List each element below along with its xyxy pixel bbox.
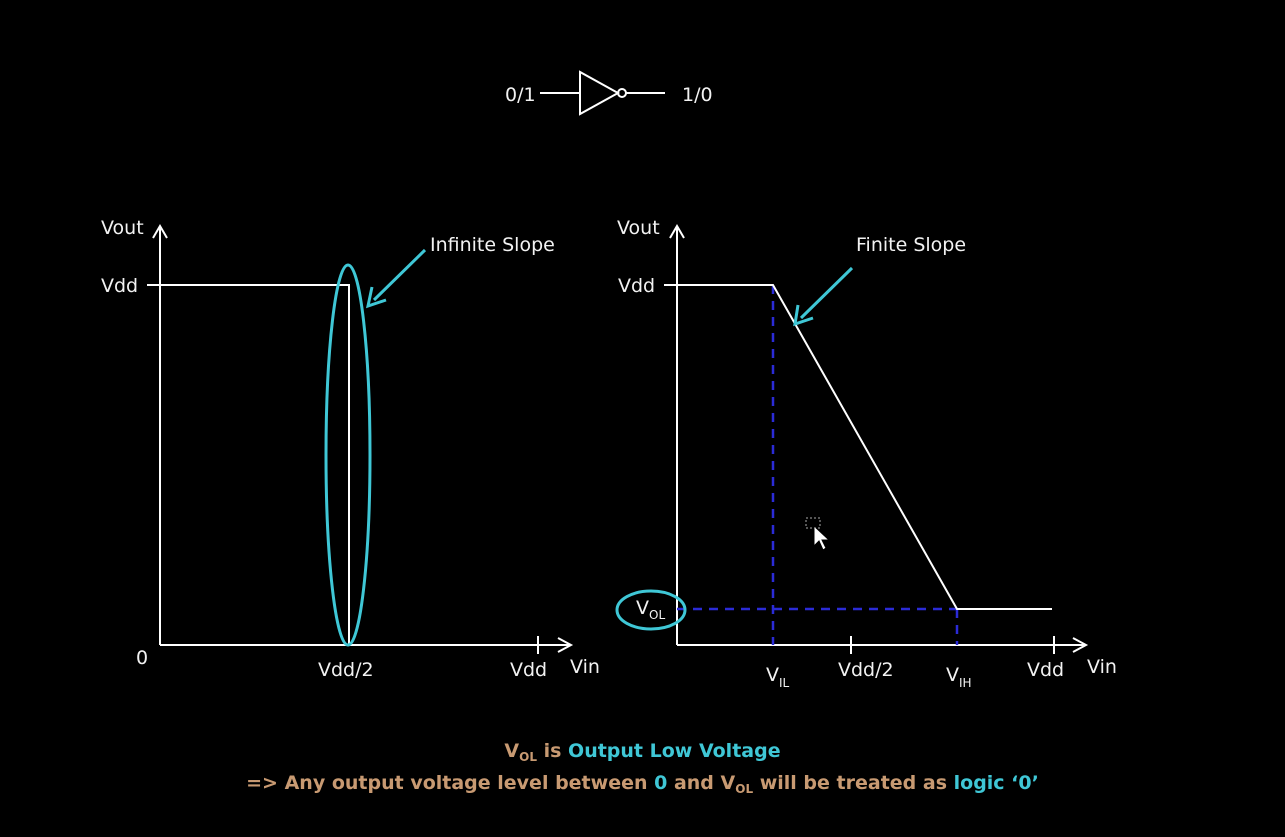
left-end-label: Vdd [510, 659, 547, 681]
right-vdd-label: Vdd [618, 275, 655, 297]
left-mid-label: Vdd/2 [318, 659, 374, 681]
right-y-arrow-icon [669, 224, 685, 239]
right-y-axis-label: Vout [617, 217, 660, 239]
vih-label: VIH [946, 664, 972, 690]
right-mid-label: Vdd/2 [838, 659, 894, 681]
left-x-arrow-icon [557, 637, 574, 653]
left-vdd-label: Vdd [101, 275, 138, 297]
infinite-slope-highlight [324, 263, 372, 647]
right-graph: Vout Vdd VOL VIL Vdd/2 VIH Vdd Vin Finit… [615, 217, 1117, 690]
infinite-slope-label: Infinite Slope [430, 234, 555, 256]
inverter-triangle-icon [579, 70, 621, 116]
vol-highlight [615, 589, 687, 631]
left-transfer-curve [160, 284, 350, 645]
finite-slope-arrow-icon [793, 304, 814, 327]
inverter-input-label: 0/1 [505, 84, 536, 106]
left-x-axis-label: Vin [570, 656, 600, 678]
right-x-arrow-icon [1072, 637, 1089, 653]
infinite-slope-arrow-icon [365, 286, 387, 309]
vol-label: VOL [636, 597, 665, 622]
inverter-output-label: 1/0 [682, 84, 713, 106]
inverter-symbol: 0/1 1/0 [505, 70, 713, 116]
right-x-axis-label: Vin [1087, 656, 1117, 678]
left-graph: Vout Vdd 0 Vdd/2 Vdd Vin Infinite Slope [101, 217, 600, 681]
left-y-arrow-icon [152, 224, 168, 239]
mouse-cursor-icon [805, 517, 831, 551]
vil-label: VIL [766, 664, 790, 690]
left-y-axis-label: Vout [101, 217, 144, 239]
finite-slope-label: Finite Slope [856, 234, 966, 256]
right-end-label: Vdd [1027, 659, 1064, 681]
right-transfer-curve [677, 284, 1052, 610]
left-origin-label: 0 [136, 647, 148, 669]
